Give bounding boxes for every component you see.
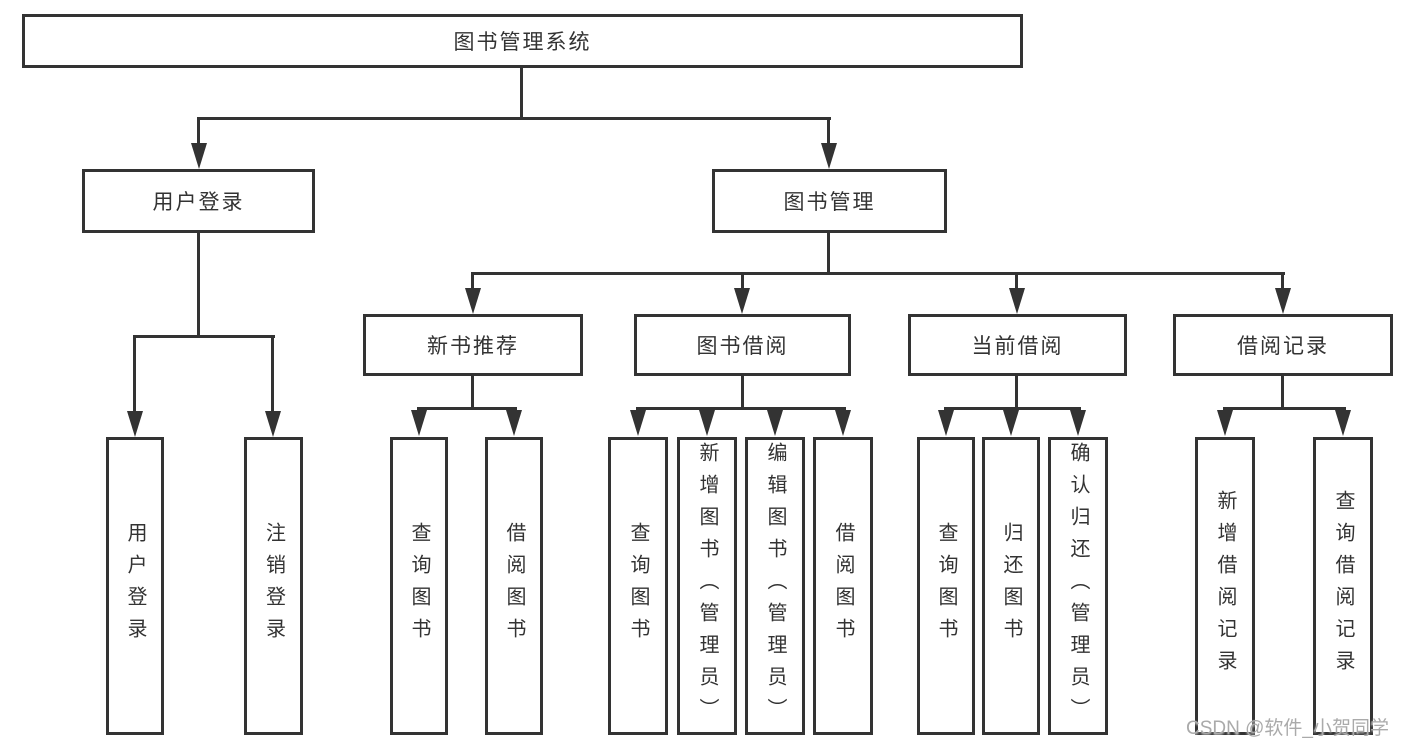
connector-root-bar <box>197 117 831 120</box>
leaf-record-add-record: 新增借阅记录 <box>1195 437 1255 735</box>
leaf-borrow-edit-books: 编辑图书（管理员） <box>745 437 805 735</box>
leaf-logout: 注销登录 <box>244 437 303 735</box>
connector-borrowrecord-drop <box>1281 376 1284 407</box>
leaf-newbook-query-books: 查询图书 <box>390 437 448 735</box>
leaf-borrow-add-books-label: 新增图书（管理员） <box>696 442 718 730</box>
connector-newbook-bar <box>417 407 517 410</box>
leaf-current-return-books: 归还图书 <box>982 437 1040 735</box>
leaf-current-query-books-label: 查询图书 <box>935 522 957 650</box>
arrowhead-to-cb-query-books <box>938 410 954 436</box>
leaf-record-add-record-label: 新增借阅记录 <box>1214 490 1236 682</box>
leaf-user-login: 用户登录 <box>106 437 164 735</box>
leaf-newbook-borrow-books-label: 借阅图书 <box>503 522 525 650</box>
leaf-logout-label: 注销登录 <box>262 522 285 650</box>
node-user-login: 用户登录 <box>82 169 315 233</box>
node-borrow-record: 借阅记录 <box>1173 314 1393 376</box>
node-current-borrow-label: 当前借阅 <box>971 335 1064 358</box>
arrowhead-to-new-book-recommend <box>465 288 481 314</box>
node-book-management: 图书管理 <box>712 169 947 233</box>
connector-bookborrow-bar <box>636 407 846 410</box>
leaf-record-query-record-label: 查询借阅记录 <box>1332 490 1354 682</box>
leaf-borrow-query-books-label: 查询图书 <box>627 522 649 650</box>
leaf-user-login-label: 用户登录 <box>124 522 146 650</box>
leaf-newbook-borrow-books: 借阅图书 <box>485 437 543 735</box>
leaf-current-confirm-return-label: 确认归还（管理员） <box>1067 442 1089 730</box>
connector-root-drop <box>520 68 523 117</box>
arrowhead-to-current-borrow <box>1009 288 1025 314</box>
leaf-borrow-query-books: 查询图书 <box>608 437 668 735</box>
leaf-record-query-record: 查询借阅记录 <box>1313 437 1373 735</box>
connector-userlogin-leg-right <box>271 335 274 411</box>
node-book-borrow: 图书借阅 <box>634 314 851 376</box>
arrowhead-to-cb-return-books <box>1003 410 1019 436</box>
node-root: 图书管理系统 <box>22 14 1023 68</box>
arrowhead-to-borrow-record <box>1275 288 1291 314</box>
node-root-label: 图书管理系统 <box>453 31 592 54</box>
arrowhead-to-br-query-record <box>1335 410 1351 436</box>
leaf-current-return-books-label: 归还图书 <box>1000 522 1022 650</box>
connector-userlogin-bar <box>133 335 275 338</box>
node-book-borrow-label: 图书借阅 <box>696 335 789 358</box>
arrowhead-to-leaf-user-login <box>127 411 143 437</box>
arrowhead-to-bb-edit-books <box>767 410 783 436</box>
connector-borrowrecord-bar <box>1223 407 1346 410</box>
connector-bookmgmt-drop <box>827 233 830 272</box>
arrowhead-to-book-management <box>821 143 837 169</box>
arrowhead-to-cb-confirm-return <box>1070 410 1086 436</box>
leaf-current-confirm-return: 确认归还（管理员） <box>1048 437 1108 735</box>
arrowhead-to-book-borrow <box>734 288 750 314</box>
node-borrow-record-label: 借阅记录 <box>1237 335 1329 358</box>
arrowhead-to-nb-query-books <box>411 410 427 436</box>
connector-bookmgmt-leg-2 <box>741 272 744 288</box>
leaf-newbook-query-books-label: 查询图书 <box>408 522 430 650</box>
connector-currentborrow-drop <box>1015 376 1018 407</box>
connector-bookmgmt-bar <box>471 272 1285 275</box>
node-new-book-recommend-label: 新书推荐 <box>427 335 519 358</box>
connector-root-leg-left <box>197 117 200 145</box>
arrowhead-to-br-add-record <box>1217 410 1233 436</box>
leaf-borrow-borrow-books: 借阅图书 <box>813 437 873 735</box>
arrowhead-to-bb-query-books <box>630 410 646 436</box>
leaf-borrow-edit-books-label: 编辑图书（管理员） <box>764 442 786 730</box>
connector-newbook-drop <box>471 376 474 407</box>
arrowhead-to-leaf-logout <box>265 411 281 437</box>
connector-bookmgmt-leg-3 <box>1015 272 1018 288</box>
node-book-management-label: 图书管理 <box>783 191 876 214</box>
connector-bookborrow-drop <box>741 376 744 407</box>
connector-bookmgmt-leg-1 <box>471 272 474 288</box>
connector-userlogin-leg-left <box>133 335 136 411</box>
leaf-borrow-borrow-books-label: 借阅图书 <box>832 522 854 650</box>
connector-bookmgmt-leg-4 <box>1281 272 1284 288</box>
arrowhead-to-nb-borrow-books <box>506 410 522 436</box>
node-user-login-label: 用户登录 <box>152 191 245 214</box>
node-current-borrow: 当前借阅 <box>908 314 1127 376</box>
connector-currentborrow-bar <box>944 407 1081 410</box>
connector-userlogin-drop <box>197 233 200 335</box>
arrowhead-to-bb-borrow-books <box>835 410 851 436</box>
connector-root-leg-right <box>827 117 830 145</box>
arrowhead-to-bb-add-books <box>699 410 715 436</box>
leaf-current-query-books: 查询图书 <box>917 437 975 735</box>
node-new-book-recommend: 新书推荐 <box>363 314 583 376</box>
csdn-watermark: CSDN @软件_小贺同学 <box>1186 718 1389 739</box>
arrowhead-to-user-login <box>191 143 207 169</box>
leaf-borrow-add-books: 新增图书（管理员） <box>677 437 737 735</box>
